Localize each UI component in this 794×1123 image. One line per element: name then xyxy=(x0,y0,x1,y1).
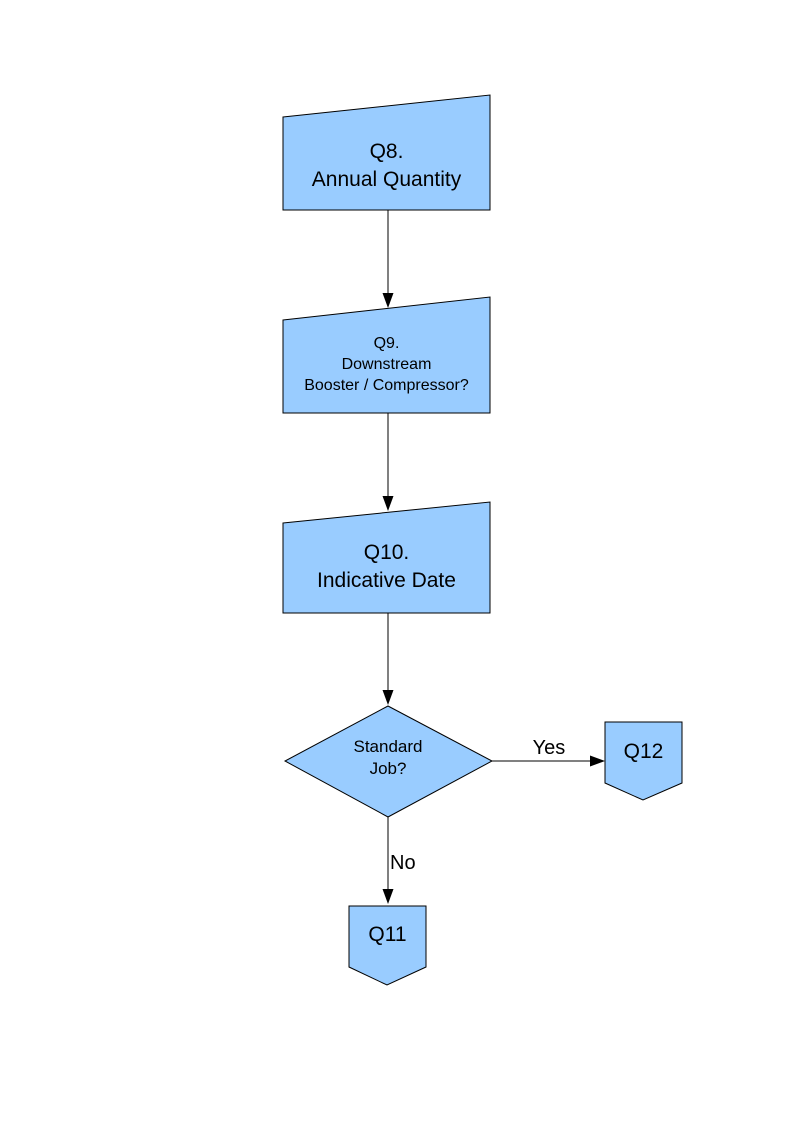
q8-node-label: Q8. Annual Quantity xyxy=(283,138,490,194)
q11-connector-shape xyxy=(348,905,427,986)
q10-node-label: Q10. Indicative Date xyxy=(283,539,490,595)
q8-line-1: Q8. xyxy=(369,140,404,163)
q12-connector-shape xyxy=(604,721,683,801)
decision-line-1: Standard xyxy=(353,737,423,756)
arrowhead-q9-q10 xyxy=(382,496,394,511)
q9-line-1: Q9. xyxy=(373,335,400,352)
q9-line-3: Booster / Compressor? xyxy=(304,377,469,394)
q9-node-label: Q9. Downstream Booster / Compressor? xyxy=(283,333,490,396)
q10-line-2: Indicative Date xyxy=(317,569,456,592)
edge-label-no: No xyxy=(390,852,416,874)
q11-connector-label: Q11 xyxy=(368,923,407,946)
q9-line-2: Downstream xyxy=(341,356,432,373)
decision-standard-job-label: Standard Job? xyxy=(285,736,491,780)
arrowhead-decision-q11 xyxy=(382,889,394,904)
edge-label-yes: Yes xyxy=(532,737,566,759)
q8-line-2: Annual Quantity xyxy=(311,168,462,191)
decision-line-2: Job? xyxy=(369,759,407,778)
q9-node-shape xyxy=(282,296,491,414)
arrowhead-q8-q9 xyxy=(382,293,394,308)
q10-node-shape xyxy=(282,501,491,614)
arrowhead-q10-decision xyxy=(382,690,394,705)
q10-line-1: Q10. xyxy=(363,541,410,564)
q12-connector-label: Q12 xyxy=(623,740,664,763)
q8-node-shape xyxy=(282,94,491,211)
arrowhead-decision-q12 xyxy=(590,755,605,767)
